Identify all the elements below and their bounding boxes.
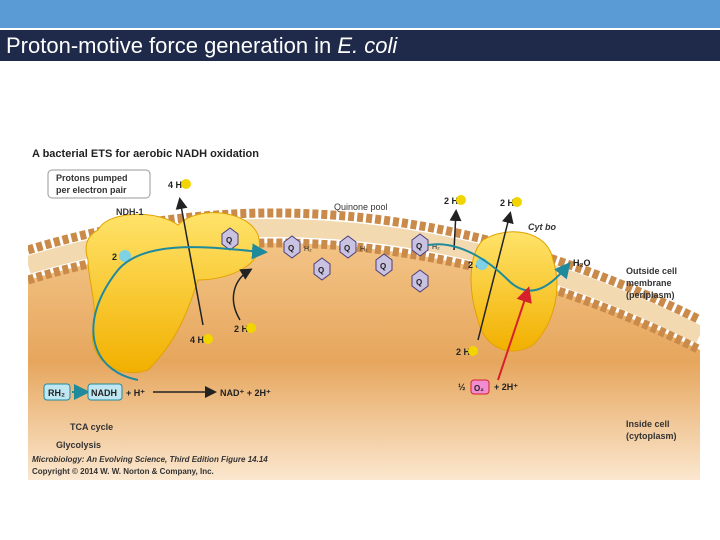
slide-title-italic: E. coli [337,33,397,58]
half-o2-prefix: ½ [458,382,466,392]
outside-cell-2: membrane [626,278,672,288]
rh2-label: RH₂ [48,388,65,398]
nad-product: NAD⁺ + 2H⁺ [220,388,271,398]
proton-dot-tl [456,195,466,205]
quinol-2-label: Q [344,244,350,253]
outside-cell-3: (periplasm) [626,290,675,300]
credit-line2: Copyright © 2014 W. W. Norton & Company,… [32,467,214,476]
quinol-3-label: Q [416,242,422,251]
nadh-label: NADH [91,388,117,398]
glycolysis-label: Glycolysis [56,440,101,450]
inside-cell-1: Inside cell [626,419,670,429]
quinone-pool-label: Quinone pool [334,202,388,212]
outside-cell-1: Outside cell [626,266,677,276]
proton-dot-top [181,179,191,189]
inside-cell-2: (cytoplasm) [626,431,677,441]
proton-dot-tr [512,197,522,207]
figure-heading: A bacterial ETS for aerobic NADH oxidati… [32,148,259,160]
half-o2-suffix: + 2H⁺ [494,382,518,392]
credit-line1: Microbiology: An Evolving Science, Third… [32,455,268,464]
o2-label: O₂ [474,384,484,393]
proton-dot-mid [246,323,256,333]
nadh-h-label: + H⁺ [126,388,145,398]
top-accent-bar [0,0,720,28]
ets-diagram: A bacterial ETS for aerobic NADH oxidati… [28,140,700,480]
quinol-1-label: Q [288,244,294,253]
quinone-4-label: Q [416,278,422,287]
cyt-bo-label: Cyt bo [528,222,557,232]
ets-figure: A bacterial ETS for aerobic NADH oxidati… [28,140,700,480]
protons-box-line2: per electron pair [56,185,127,195]
quinol-1-h2: H₂ [304,246,312,253]
quinone-1-label: Q [226,236,232,245]
tca-label: TCA cycle [70,422,113,432]
quinone-2-label: Q [318,266,324,275]
slide-title-main: Proton-motive force generation in [6,33,337,58]
quinone-3-label: Q [380,262,386,271]
h2o-label: H₂O [573,258,591,268]
protons-box-line1: Protons pumped [56,173,128,183]
proton-dot-bottom [203,334,213,344]
ndh1-label: NDH-1 [116,207,144,217]
proton-dot-lower [468,346,478,356]
slide-title: Proton-motive force generation in E. col… [0,30,720,61]
quinol-2-h2: H₂ [360,246,368,253]
